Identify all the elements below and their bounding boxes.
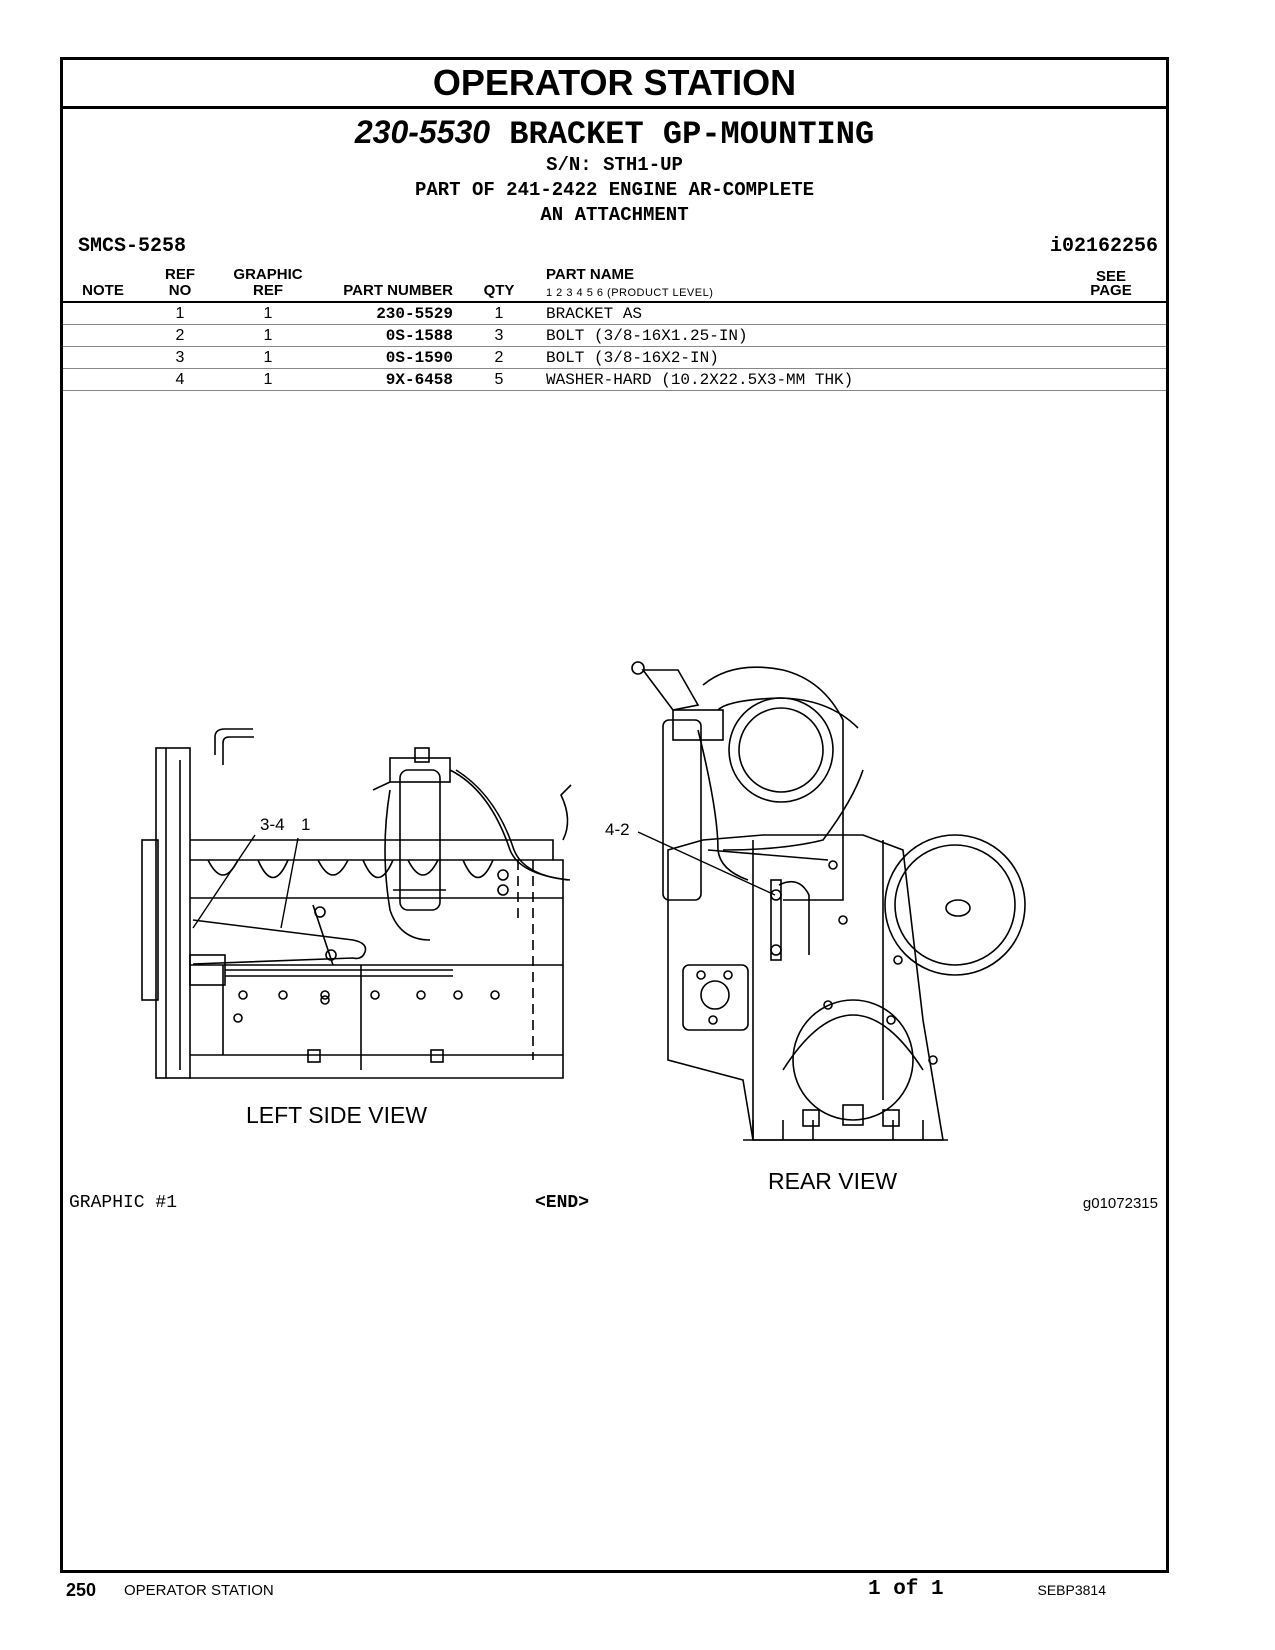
table-row: 3 1 0S-1590 2 BOLT (3/8-16X2-IN) [63,347,1166,369]
serial-number: S/N: STH1-UP [546,154,683,176]
group-part-number: 230-5530 [354,114,491,150]
cell-graphic-ref: 1 [263,349,273,366]
header-graphic-ref-1: GRAPHIC [233,266,303,283]
cell-qty: 3 [494,327,504,344]
header-ref-2: NO [168,282,192,299]
footer-page-of: 1 of 1 [868,1578,944,1601]
header-part-number: PART NUMBER [343,282,453,299]
cell-ref: 1 [175,305,185,322]
page-frame: OPERATOR STATION 230-5530 BRACKET GP-MOU… [60,57,1169,1573]
cell-ref: 2 [175,327,185,344]
header-note: NOTE [82,282,124,299]
header-qty: QTY [483,282,515,299]
attachment-line: AN ATTACHMENT [540,204,689,226]
cell-part-name: WASHER-HARD (10.2X22.5X3-MM THK) [546,371,854,389]
cell-part-number: 0S-1588 [385,327,453,345]
table-row: 1 1 230-5529 1 BRACKET AS [63,303,1166,325]
cell-qty: 1 [494,305,504,322]
cell-graphic-ref: 1 [263,371,273,388]
cell-graphic-ref: 1 [263,327,273,344]
rear-view-label: REAR VIEW [768,1168,898,1194]
engine-illustration: 3-4 1 [141,661,1026,1141]
cell-part-number: 0S-1590 [385,349,453,367]
footer-section: OPERATOR STATION [124,1582,274,1599]
cell-ref: 3 [175,349,185,366]
left-side-view-label: LEFT SIDE VIEW [246,1102,428,1128]
end-marker: <END> [535,1193,590,1213]
table-row: 4 1 9X-6458 5 WASHER-HARD (10.2X22.5X3-M… [63,369,1166,391]
group-name: BRACKET GP-MOUNTING [509,116,875,153]
graphic-label: GRAPHIC #1 [69,1193,178,1213]
cell-part-number: 9X-6458 [385,371,453,389]
header-part-name: PART NAME [546,266,635,283]
parts-table: NOTE REF NO GRAPHIC REF PART NUMBER QTY … [63,265,1166,391]
left-side-view-drawing [141,728,572,1079]
table-row: 2 1 0S-1588 3 BOLT (3/8-16X1.25-IN) [63,325,1166,347]
footer-doc-id: SEBP3814 [1037,1582,1107,1598]
document-ident: i02162256 [1049,235,1158,258]
cell-part-name: BOLT (3/8-16X1.25-IN) [546,327,748,345]
cell-graphic-ref: 1 [263,305,273,322]
callout-3-4: 3-4 [260,815,285,834]
cell-qty: 2 [494,349,504,366]
graphic-id: g01072315 [1082,1195,1158,1212]
header-graphic-ref-2: REF [253,282,283,299]
smcs-code: SMCS-5258 [78,235,187,258]
cell-ref: 4 [175,371,185,388]
callout-4-2: 4-2 [605,820,630,839]
part-of-line: PART OF 241-2422 ENGINE AR-COMPLETE [414,179,815,201]
table-header: NOTE REF NO GRAPHIC REF PART NUMBER QTY … [63,265,1166,303]
group-title: 230-5530 BRACKET GP-MOUNTING [63,114,1166,153]
header-product-level: 1 2 3 4 5 6 (PRODUCT LEVEL) [546,287,714,299]
group-header: 230-5530 BRACKET GP-MOUNTING S/N: STH1-U… [63,114,1166,228]
header-see-2: PAGE [1090,282,1132,299]
header-ref-1: REF [165,266,195,283]
header-see-1: SEE [1095,268,1126,285]
callout-1: 1 [301,815,310,834]
cell-part-name: BRACKET AS [546,305,643,323]
section-title: OPERATOR STATION [63,60,1166,109]
cell-qty: 5 [494,371,504,388]
cell-part-name: BOLT (3/8-16X2-IN) [546,349,719,367]
footer-page-number: 250 [66,1580,97,1600]
rear-view-drawing [631,661,1026,1141]
cell-part-number: 230-5529 [376,305,453,323]
